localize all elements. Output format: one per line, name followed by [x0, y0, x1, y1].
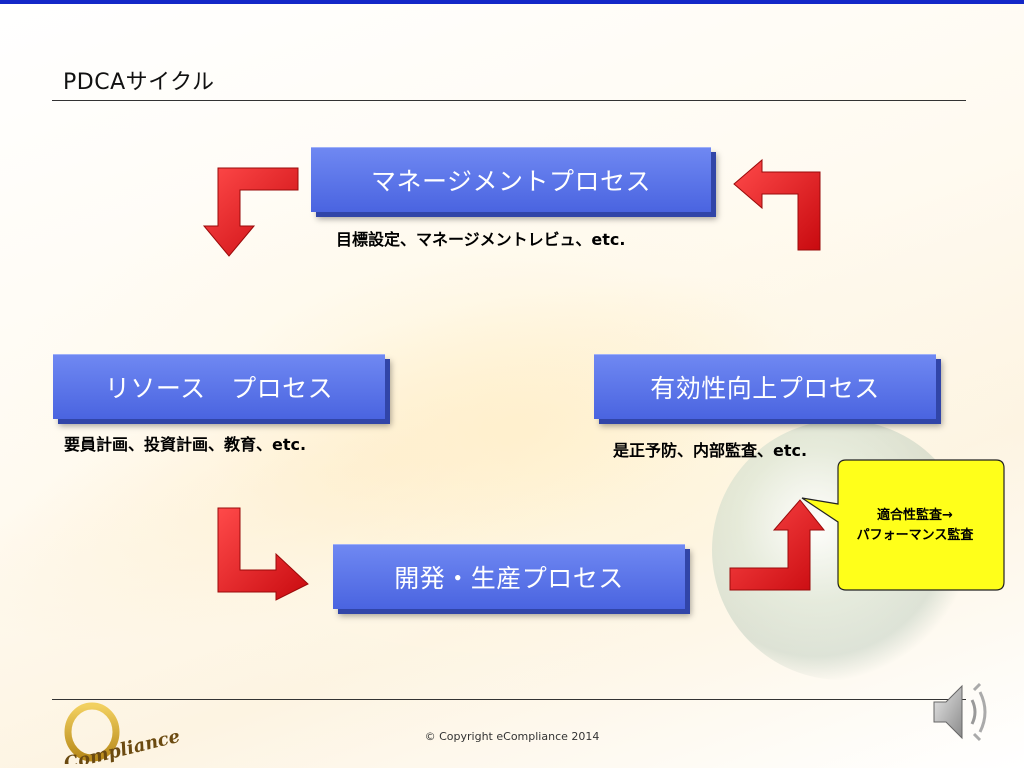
management-process-label: マネージメントプロセス: [370, 167, 651, 196]
slide-title: PDCAサイクル: [63, 70, 215, 95]
copyright-notice: © Copyright eCompliance 2014: [424, 730, 600, 743]
improvement-process-box: 有効性向上プロセス: [594, 354, 936, 419]
callout-bubble: [801, 459, 1005, 591]
ecompliance-logo: Compliance: [62, 702, 182, 764]
improvement-process-label: 有効性向上プロセス: [650, 374, 880, 403]
resource-process-caption: 要員計画、投資計画、教育、etc.: [64, 435, 307, 454]
arrow-improvement-to-management: [733, 158, 821, 251]
development-process-box: 開発・生産プロセス: [333, 544, 685, 609]
resource-process-box: リソース プロセス: [53, 354, 385, 419]
management-process-box: マネージメントプロセス: [311, 147, 711, 212]
arrow-management-to-resource: [202, 167, 299, 257]
resource-process-label: リソース プロセス: [104, 374, 334, 403]
improvement-process-caption: 是正予防、内部監査、etc.: [613, 441, 808, 460]
top-accent-bar: [0, 0, 1024, 4]
footer-divider: [52, 699, 966, 700]
arrow-resource-to-development: [217, 507, 309, 601]
callout-line-2: パフォーマンス監査: [856, 528, 974, 543]
callout-text: 適合性監査→ パフォーマンス監査: [830, 506, 1000, 546]
callout-line-1: 適合性監査→: [877, 508, 953, 523]
development-process-label: 開発・生産プロセス: [394, 564, 624, 593]
management-process-caption: 目標設定、マネージメントレビュ、etc.: [336, 230, 626, 249]
title-divider: [52, 100, 966, 101]
arrow-development-to-improvement: [729, 499, 826, 591]
speaker-icon[interactable]: [928, 676, 1000, 748]
